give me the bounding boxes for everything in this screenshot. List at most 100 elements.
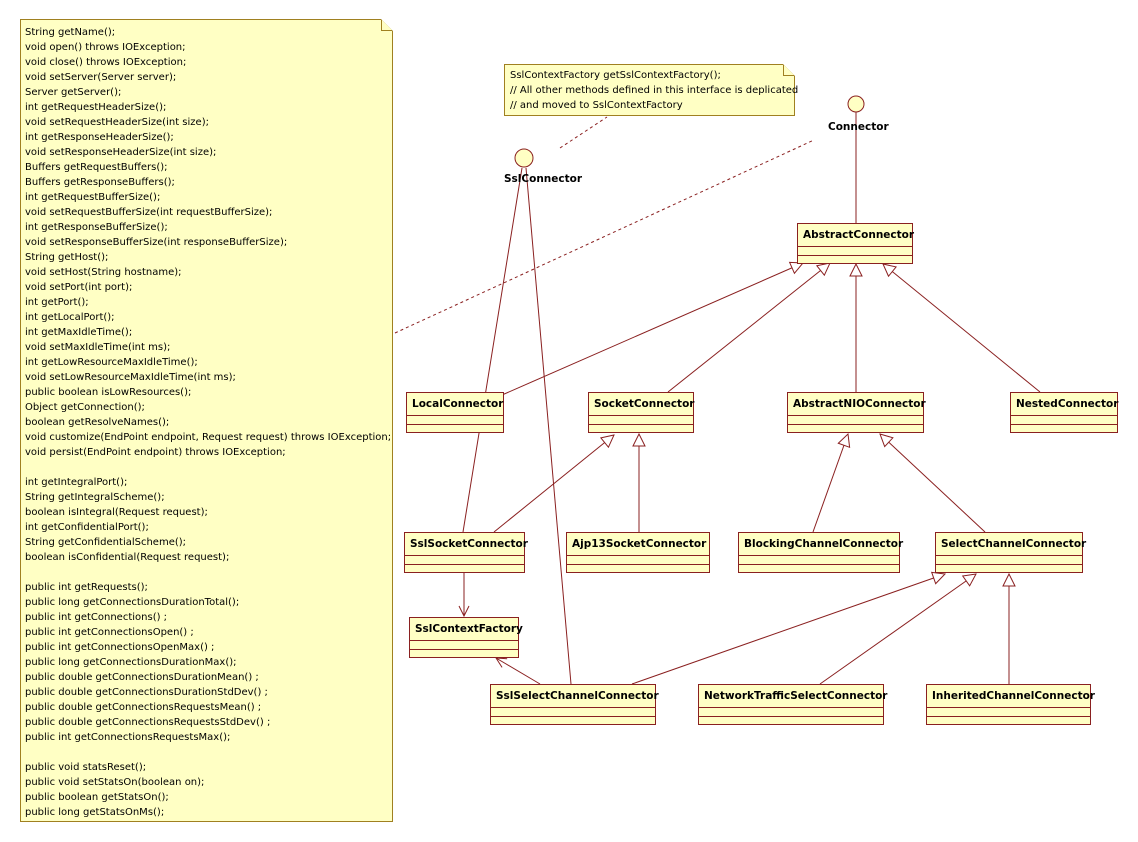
abstract-nio-connector-class[interactable]: AbstractNIOConnector (787, 392, 926, 433)
method-line: public double getConnectionsDurationStdD… (25, 687, 268, 698)
method-line: int getMaxIdleTime(); (25, 327, 133, 338)
connector-interface-icon (847, 95, 865, 113)
gen-blocking-nio (812, 434, 848, 533)
class-name: NestedConnector (1016, 398, 1119, 410)
ajp13-socket-connector-class[interactable]: Ajp13SocketConnector (566, 532, 710, 573)
method-line: int getRequestBufferSize(); (25, 192, 161, 203)
method-line: int getLocalPort(); (25, 312, 115, 323)
method-line: public int getConnectionsOpen() ; (25, 627, 194, 638)
class-name: SocketConnector (594, 398, 695, 410)
method-line: int getLowResourceMaxIdleTime(); (25, 357, 198, 368)
method-line: public long getStatsOnMs(); (25, 807, 165, 818)
method-line: void setLowResourceMaxIdleTime(int ms); (25, 372, 236, 383)
method-line (25, 745, 388, 760)
connector-interface-label: Connector (828, 121, 889, 133)
method-line: public void statsReset(); (25, 762, 147, 773)
method-line: void persist(EndPoint endpoint) throws I… (25, 447, 286, 458)
gen-select-nio (880, 434, 986, 533)
method-line: int getIntegralPort(); (25, 477, 128, 488)
class-name: InheritedChannelConnector (932, 690, 1095, 702)
ssl-note-line: // All other methods defined in this int… (510, 85, 799, 96)
method-line: void setResponseHeaderSize(int size); (25, 147, 217, 158)
gen-local-abstract (501, 263, 803, 396)
method-line: String getIntegralScheme(); (25, 492, 165, 503)
method-line (25, 565, 388, 580)
ssl-select-channel-connector-class[interactable]: SslSelectChannelConnector (490, 684, 659, 725)
method-line: public double getConnectionsRequestsMean… (25, 702, 262, 713)
class-name: BlockingChannelConnector (744, 538, 904, 550)
method-line: void close() throws IOException; (25, 57, 187, 68)
gen-sslselect-select (631, 574, 945, 685)
socket-connector-class[interactable]: SocketConnector (588, 392, 694, 433)
note-fold-icon (381, 19, 393, 31)
method-line: void customize(EndPoint endpoint, Reques… (25, 432, 392, 443)
method-line: public double getConnectionsDurationMean… (25, 672, 259, 683)
method-line: String getHost(); (25, 252, 109, 263)
nested-connector-class[interactable]: NestedConnector (1010, 392, 1118, 433)
class-name: SslContextFactory (415, 623, 523, 635)
method-line: public int getConnectionsOpenMax() ; (25, 642, 215, 653)
method-line: void setPort(int port); (25, 282, 133, 293)
network-traffic-select-connector-class[interactable]: NetworkTrafficSelectConnector (698, 684, 888, 725)
method-line: int getResponseHeaderSize(); (25, 132, 174, 143)
method-line: void setResponseBufferSize(int responseB… (25, 237, 288, 248)
method-line: public double getConnectionsRequestsStdD… (25, 717, 271, 728)
method-line (25, 460, 388, 475)
blocking-channel-connector-class[interactable]: BlockingChannelConnector (738, 532, 904, 573)
gen-sslsocket-socket (493, 435, 614, 533)
gen-network-select (819, 574, 976, 685)
method-line: Server getServer(); (25, 87, 122, 98)
local-connector-class[interactable]: LocalConnector (406, 392, 504, 433)
method-line: public int getConnections() ; (25, 612, 168, 623)
method-line: int getConfidentialPort(); (25, 522, 149, 533)
sslconnector-note: SslContextFactory getSslContextFactory()… (504, 64, 799, 116)
ssl-note-line: SslContextFactory getSslContextFactory()… (510, 70, 721, 81)
class-name: SslSelectChannelConnector (496, 690, 659, 702)
method-line: void setRequestBufferSize(int requestBuf… (25, 207, 273, 218)
select-channel-connector-class[interactable]: SelectChannelConnector (935, 532, 1086, 573)
method-line: boolean isIntegral(Request request); (25, 507, 208, 518)
class-name: AbstractNIOConnector (793, 398, 926, 410)
method-line: public int getRequests(); (25, 582, 148, 593)
method-line: Buffers getResponseBuffers(); (25, 177, 175, 188)
method-line: int getResponseBufferSize(); (25, 222, 168, 233)
sslconnector-interface-icon (514, 148, 534, 168)
assoc-sslselect-factory (496, 658, 541, 685)
method-line: void open() throws IOException; (25, 42, 186, 53)
method-line: int getRequestHeaderSize(); (25, 102, 167, 113)
method-line: public long getConnectionsDurationMax(); (25, 657, 237, 668)
method-line: Buffers getRequestBuffers(); (25, 162, 168, 173)
method-line: boolean getResolveNames(); (25, 417, 170, 428)
method-line: int getPort(); (25, 297, 89, 308)
method-line: String getName(); (25, 27, 116, 38)
class-name: NetworkTrafficSelectConnector (704, 690, 888, 702)
abstract-connector-class[interactable]: AbstractConnector (797, 223, 915, 264)
method-line: void setMaxIdleTime(int ms); (25, 342, 171, 353)
sslconnector-to-sslselect-line (525, 167, 572, 685)
method-line: public long getConnectionsDurationTotal(… (25, 597, 240, 608)
class-name: LocalConnector (412, 398, 504, 410)
note-anchor-connector (394, 139, 815, 334)
sslconnector-interface-label: SslConnector (504, 173, 583, 185)
method-line: void setHost(String hostname); (25, 267, 182, 278)
method-line: public int getConnectionsRequestsMax(); (25, 732, 231, 743)
method-line: public boolean isLowResources(); (25, 387, 192, 398)
method-line: public boolean getStatsOn(); (25, 792, 169, 803)
method-line: void setServer(Server server); (25, 72, 177, 83)
method-line: boolean isConfidential(Request request); (25, 552, 230, 563)
ssl-note-line: // and moved to SslContextFactory (510, 100, 683, 111)
method-line: String getConfidentialScheme(); (25, 537, 187, 548)
inherited-channel-connector-class[interactable]: InheritedChannelConnector (926, 684, 1095, 725)
method-line: public void setStatsOn(boolean on); (25, 777, 205, 788)
method-line: void setRequestHeaderSize(int size); (25, 117, 209, 128)
method-line: Object getConnection(); (25, 402, 145, 413)
class-name: AbstractConnector (803, 229, 915, 241)
gen-socket-abstract (667, 263, 830, 393)
connector-methods-note: String getName(); void open() throws IOEx… (20, 19, 393, 822)
ssl-context-factory-class[interactable]: SslContextFactory (409, 617, 523, 658)
ssl-socket-connector-class[interactable]: SslSocketConnector (404, 532, 528, 573)
note-fold-icon (783, 64, 795, 76)
note-anchor-sslconnector (559, 116, 608, 149)
class-name: Ajp13SocketConnector (572, 538, 707, 550)
